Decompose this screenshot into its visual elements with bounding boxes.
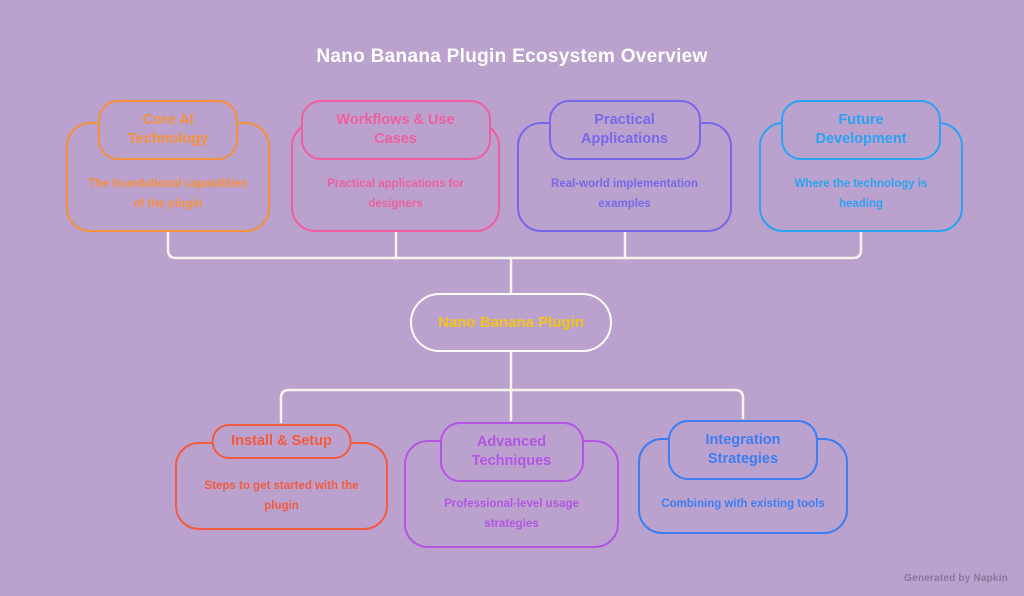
node-core-ai-technology: The foundational capabilities of the plu…	[66, 100, 270, 232]
central-node: Nano Banana Plugin	[410, 293, 612, 352]
node-header: Integration Strategies	[668, 420, 818, 480]
connector-bottom-bus	[279, 388, 745, 424]
node-description: Professional-level usage strategies	[444, 498, 579, 530]
node-description: Real-world implementation examples	[551, 178, 698, 210]
node-install-setup: Steps to get started with the plugin Ins…	[175, 424, 388, 530]
watermark: Generated by Napkin	[904, 573, 1008, 584]
node-future-development: Where the technology is heading Future D…	[759, 100, 963, 232]
central-node-label: Nano Banana Plugin	[438, 314, 584, 331]
node-practical-applications: Real-world implementation examples Pract…	[517, 100, 732, 232]
node-integration-strategies: Combining with existing tools Integratio…	[638, 420, 848, 534]
node-header: Install & Setup	[211, 424, 352, 459]
node-header: Core AI Technology	[98, 100, 238, 160]
diagram-title: Nano Banana Plugin Ecosystem Overview	[316, 46, 708, 67]
node-description: Combining with existing tools	[661, 498, 825, 511]
node-description: The foundational capabilities of the plu…	[88, 178, 248, 210]
node-workflows-use-cases: Practical applications for designers Wor…	[291, 100, 500, 232]
node-header: Practical Applications	[548, 100, 701, 160]
node-description: Steps to get started with the plugin	[204, 480, 359, 512]
node-header: Advanced Techniques	[439, 422, 584, 482]
node-description: Where the technology is heading	[794, 178, 928, 210]
node-advanced-techniques: Professional-level usage strategies Adva…	[404, 422, 619, 548]
connector-top-bus	[166, 230, 863, 260]
node-header: Future Development	[781, 100, 941, 160]
node-body: Real-world implementation examples	[517, 122, 732, 232]
node-description: Practical applications for designers	[327, 178, 464, 210]
node-header: Workflows & Use Cases	[300, 100, 491, 160]
